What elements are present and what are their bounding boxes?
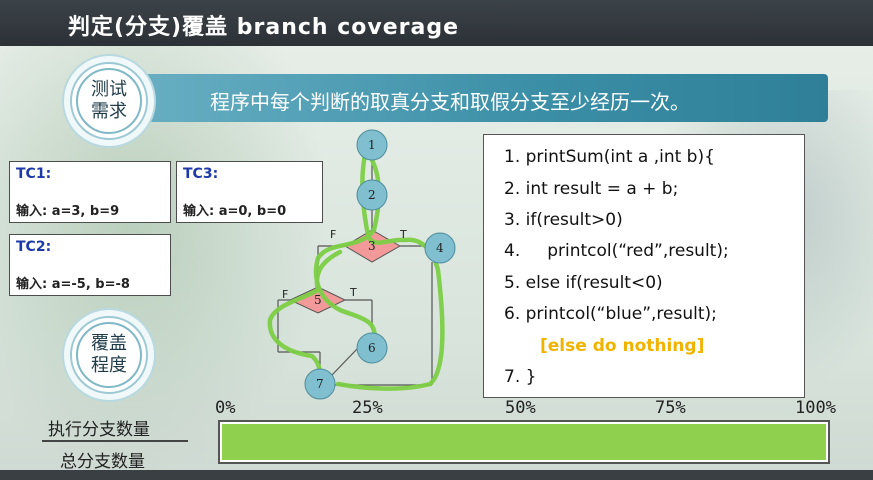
flow-node-1: [356, 129, 388, 161]
test-requirement-badge: 测试 需求: [70, 62, 148, 140]
badge-line1: 覆盖: [91, 333, 127, 354]
graph-nodes: [304, 129, 456, 400]
code-line: 5. else if(result<0): [504, 273, 663, 293]
scale-label: 0%: [215, 398, 236, 418]
test-case-id: TC2:: [16, 239, 52, 255]
edge-label-false: F: [330, 228, 336, 241]
code-line: 3. if(result>0): [504, 210, 623, 230]
coverage-denominator: 总分支数量: [60, 452, 145, 472]
code-line: 7. }: [504, 367, 537, 387]
node-label-5: 5: [314, 293, 322, 307]
scale-label: 25%: [352, 398, 383, 418]
test-case-tc2: TC2: 输入: a=-5, b=-8: [9, 234, 171, 296]
scale-label: 100%: [795, 398, 836, 418]
coverage-degree-badge: 覆盖 程度: [70, 316, 148, 394]
test-case-id: TC1:: [16, 166, 52, 182]
fraction-divider: [42, 440, 188, 442]
node-label-1: 1: [368, 138, 376, 152]
test-case-input: 输入: a=0, b=0: [183, 204, 287, 219]
title-bar: [0, 0, 873, 46]
flow-node-4: [424, 232, 456, 264]
slide-title: 判定(分支)覆盖 branch coverage: [68, 15, 460, 40]
test-case-tc1: TC1: 输入: a=3, b=9: [9, 161, 171, 223]
else-note: [else do nothing]: [540, 336, 705, 356]
badge-line2: 需求: [91, 101, 127, 122]
edge-label-false: F: [282, 288, 288, 301]
node-label-4: 4: [436, 241, 444, 255]
test-case-input: 输入: a=3, b=9: [16, 204, 120, 219]
coverage-progress-bar: [218, 420, 830, 464]
node-label-7: 7: [316, 377, 324, 391]
edge-label-true: T: [349, 286, 357, 299]
node-label-2: 2: [368, 188, 376, 202]
coverage-numerator: 执行分支数量: [48, 420, 150, 440]
edge-label-true: T: [399, 228, 407, 241]
test-case-input: 输入: a=-5, b=-8: [16, 277, 130, 292]
code-line: 2. int result = a + b;: [504, 179, 679, 199]
test-case-id: TC3:: [183, 166, 219, 182]
requirement-text: 程序中每个判断的取真分支和取假分支至少经历一次。: [210, 90, 690, 114]
bottom-strip: [0, 470, 873, 480]
flow-node-6: [356, 332, 388, 364]
test-case-tc3: TC3: 输入: a=0, b=0: [176, 161, 323, 223]
scale-label: 75%: [655, 398, 686, 418]
coverage-progress-fill: [222, 424, 826, 460]
requirement-banner: [118, 74, 828, 122]
node-label-6: 6: [368, 341, 376, 355]
executed-path: [267, 147, 445, 391]
code-listing: 1. printSum(int a ,int b){ 2. int result…: [483, 134, 805, 398]
code-line: 6. printcol(“blue”,result);: [504, 304, 717, 324]
code-line: 1. printSum(int a ,int b){: [504, 147, 715, 167]
node-label-3: 3: [368, 239, 376, 253]
flow-node-7: [304, 368, 336, 400]
badge-line2: 程度: [91, 355, 127, 376]
code-line: 4. printcol(“red”,result);: [504, 241, 729, 261]
badge-line1: 测试: [91, 79, 127, 100]
scale-label: 50%: [505, 398, 536, 418]
flow-node-2: [356, 179, 388, 211]
